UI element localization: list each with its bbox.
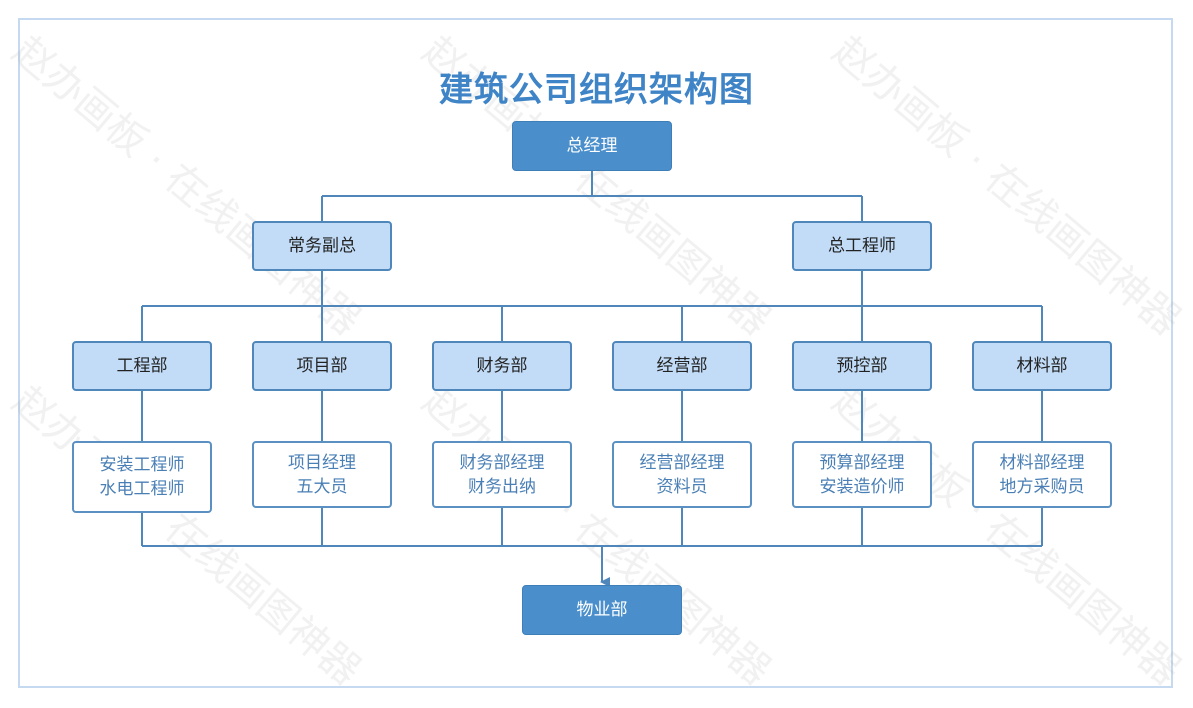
role-label: 财务出纳 xyxy=(468,476,536,497)
node-ceo[interactable]: 总经理 xyxy=(512,121,672,171)
node-department[interactable]: 项目部 xyxy=(252,341,392,391)
role-label: 安装工程师 xyxy=(99,455,185,475)
node-roles[interactable]: 财务部经理 财务出纳 xyxy=(432,441,572,508)
node-department[interactable]: 工程部 xyxy=(72,341,212,391)
connector xyxy=(321,171,863,221)
node-label: 财务部 xyxy=(476,356,528,376)
role-label: 水电工程师 xyxy=(99,479,185,499)
node-department[interactable]: 预控部 xyxy=(792,341,932,391)
role-label: 项目经理 xyxy=(288,452,356,473)
role-label: 地方采购员 xyxy=(999,476,1085,497)
node-chief-engineer[interactable]: 总工程师 xyxy=(792,221,932,271)
page-title: 建筑公司组织架构图 xyxy=(439,70,754,110)
role-label: 五大员 xyxy=(296,476,348,497)
node-roles[interactable]: 经营部经理 资料员 xyxy=(612,441,752,508)
node-label: 总工程师 xyxy=(828,236,896,256)
node-roles[interactable]: 项目经理 五大员 xyxy=(252,441,392,508)
node-label: 预控部 xyxy=(836,356,888,376)
node-label: 工程部 xyxy=(116,356,168,376)
connector xyxy=(141,508,1043,547)
connector xyxy=(141,306,1043,341)
node-roles[interactable]: 安装工程师 水电工程师 xyxy=(72,441,212,513)
node-label: 材料部 xyxy=(1016,356,1068,376)
node-label: 总经理 xyxy=(566,136,618,156)
node-property[interactable]: 物业部 xyxy=(522,585,682,635)
node-department[interactable]: 经营部 xyxy=(612,341,752,391)
node-department[interactable]: 材料部 xyxy=(972,341,1112,391)
connector xyxy=(141,391,1043,441)
node-label: 物业部 xyxy=(576,600,628,620)
role-label: 安装造价师 xyxy=(819,476,905,497)
role-label: 材料部经理 xyxy=(999,452,1085,473)
connector xyxy=(142,271,1042,307)
node-roles[interactable]: 材料部经理 地方采购员 xyxy=(972,441,1112,508)
role-label: 资料员 xyxy=(656,476,708,497)
role-label: 预算部经理 xyxy=(819,452,905,473)
node-label: 经营部 xyxy=(656,356,708,376)
node-department[interactable]: 财务部 xyxy=(432,341,572,391)
node-vp[interactable]: 常务副总 xyxy=(252,221,392,271)
node-label: 项目部 xyxy=(296,356,348,376)
role-label: 经营部经理 xyxy=(639,452,725,473)
node-label: 常务副总 xyxy=(288,236,356,256)
node-roles[interactable]: 预算部经理 安装造价师 xyxy=(792,441,932,508)
role-label: 财务部经理 xyxy=(459,452,545,473)
